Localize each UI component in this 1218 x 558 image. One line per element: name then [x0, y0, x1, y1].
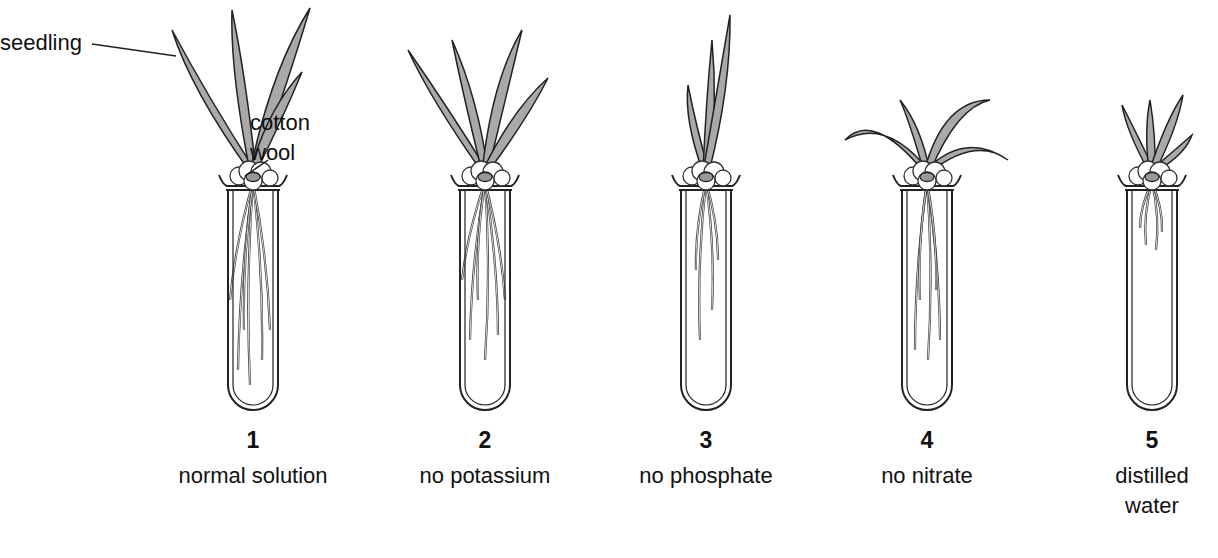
test-tube: [1127, 190, 1177, 410]
root: [244, 182, 253, 330]
root: [915, 182, 927, 350]
root: [696, 182, 706, 270]
cotton-wool: [715, 170, 731, 186]
cotton-wool: [918, 172, 936, 190]
cotton-wool: [476, 172, 494, 190]
cotton-wool: [697, 172, 715, 190]
root: [696, 182, 706, 270]
tube-number: 5: [1132, 425, 1172, 456]
root: [919, 182, 927, 300]
root: [485, 182, 488, 360]
cotton-wool: [262, 170, 278, 186]
cotton-wool: [936, 170, 952, 186]
test-tube: [460, 190, 510, 410]
test-tube: [902, 190, 952, 410]
leaf: [703, 15, 730, 172]
cotton-wool: [1161, 170, 1177, 186]
root: [915, 182, 927, 350]
tube-number: 4: [907, 425, 947, 456]
test-tube: [465, 190, 505, 405]
seed: [699, 173, 713, 182]
root: [485, 182, 505, 300]
condition-label: no phosphate: [626, 461, 786, 491]
test-tube: [907, 190, 947, 405]
tube-number: 1: [233, 425, 273, 456]
leaf: [482, 78, 548, 172]
leaf: [924, 100, 990, 172]
condition-label: normal solution: [178, 461, 328, 491]
root: [485, 182, 505, 300]
test-tube: [686, 190, 726, 405]
label: seedling: [0, 28, 96, 58]
seed: [1145, 173, 1159, 182]
condition-label: distilled water: [1092, 461, 1212, 520]
condition-label: no nitrate: [857, 461, 997, 491]
root: [253, 182, 270, 330]
leader-line: [92, 44, 176, 56]
condition-label: no potassium: [405, 461, 565, 491]
label: cotton wool: [250, 108, 340, 167]
root: [706, 182, 718, 260]
root: [706, 182, 718, 260]
root: [919, 182, 927, 300]
test-tube: [1132, 190, 1172, 405]
test-tube: [233, 190, 273, 405]
root: [927, 182, 936, 290]
root: [927, 182, 940, 340]
root: [927, 182, 940, 340]
leaf: [452, 40, 488, 172]
root: [253, 182, 270, 330]
seed: [920, 173, 934, 182]
root: [927, 182, 936, 290]
cotton-wool: [1143, 172, 1161, 190]
root: [485, 182, 488, 360]
seed: [478, 173, 492, 182]
cotton-wool: [494, 170, 510, 186]
root: [244, 182, 253, 330]
test-tube: [681, 190, 731, 410]
tube-number: 2: [465, 425, 505, 456]
tube-number: 3: [686, 425, 726, 456]
test-tube: [228, 190, 278, 410]
